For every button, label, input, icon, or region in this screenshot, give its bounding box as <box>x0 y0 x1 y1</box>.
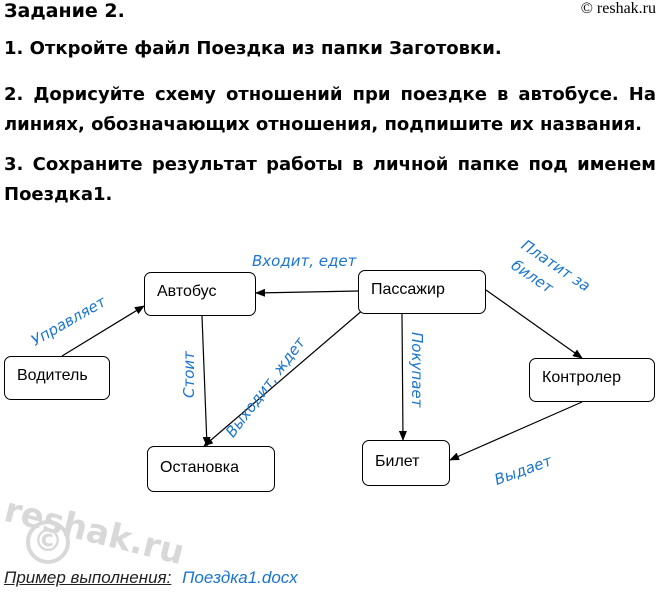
node-controller: Контролер <box>529 358 655 402</box>
arrow-passenger-controller <box>485 289 583 359</box>
task-title: Задание 2. <box>4 0 125 22</box>
arrow-bus-stop <box>201 315 211 447</box>
node-passenger: Пассажир <box>358 270 486 314</box>
arrow-passenger-bus <box>255 288 359 297</box>
example-label: Пример выполнения: <box>4 568 172 587</box>
example-file-link[interactable]: Поездка1.docx <box>182 568 298 587</box>
label-enters-rides: Входит, едет <box>252 252 357 270</box>
arrow-passenger-ticket <box>398 313 407 441</box>
arrow-controller-ticket <box>449 401 583 461</box>
footer: Пример выполнения: Поездка1.docx <box>4 568 298 588</box>
node-stop: Остановка <box>147 446 275 492</box>
node-bus: Автобус <box>144 272 256 316</box>
instruction-3: 3. Сохраните результат работы в личной п… <box>4 154 656 205</box>
instruction-2: 2. Дорисуйте схему отношений при поездке… <box>4 84 656 135</box>
watermark-copyright-icon: © <box>26 520 70 564</box>
node-driver: Водитель <box>4 356 110 400</box>
instruction-1: 1. Откройте файл Поездка из папки Загото… <box>4 38 502 59</box>
node-ticket: Билет <box>362 440 450 486</box>
label-buys: Покупает <box>408 332 426 408</box>
arrow-driver-bus <box>61 305 145 357</box>
arrow-passenger-stop <box>203 308 365 447</box>
site-credit: © reshak.ru <box>580 0 656 17</box>
label-stands: Стоит <box>180 351 198 398</box>
